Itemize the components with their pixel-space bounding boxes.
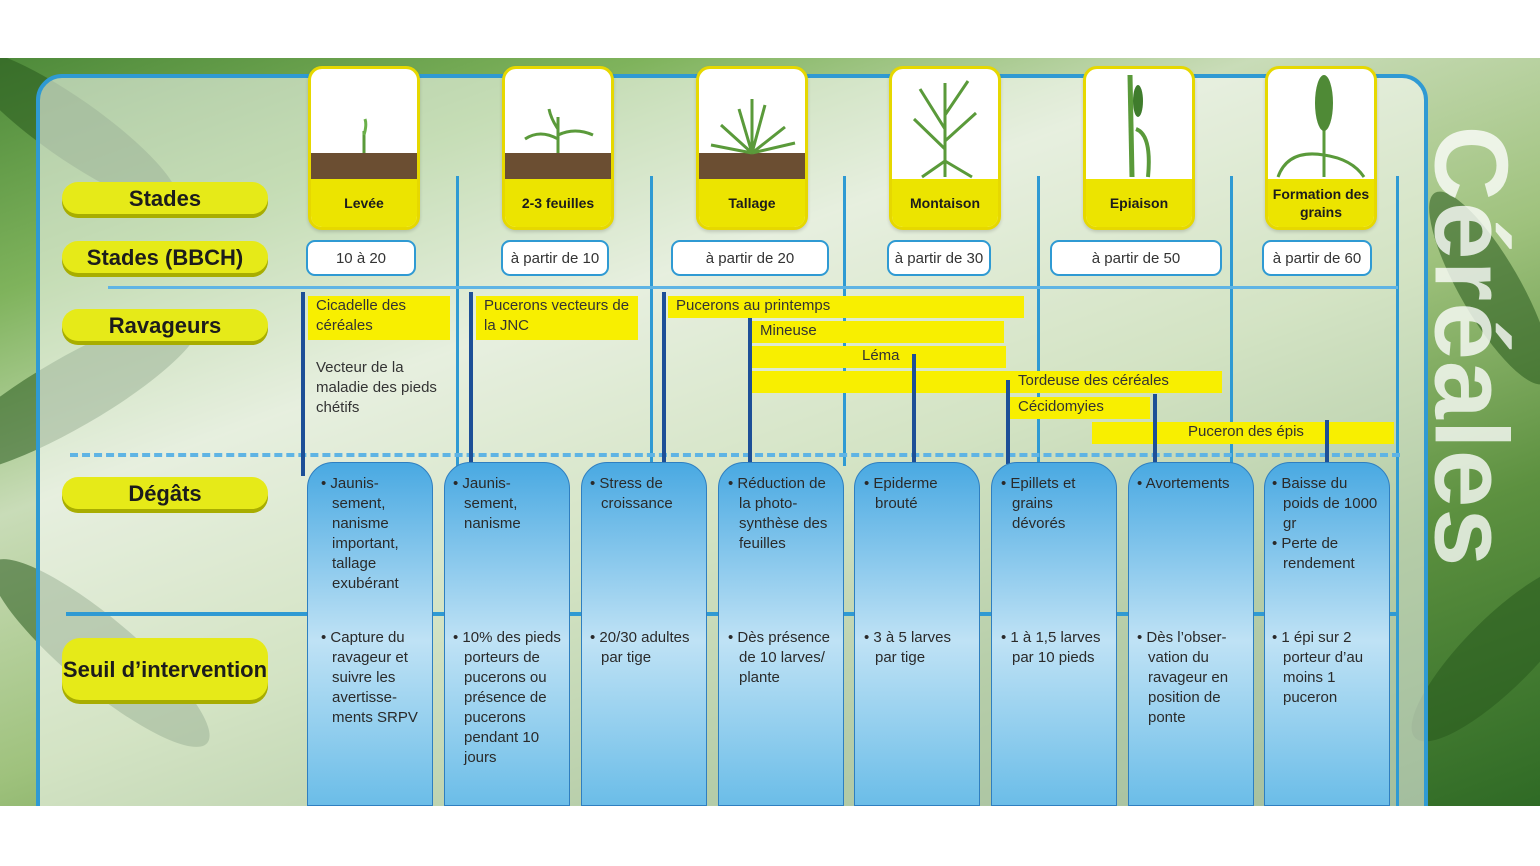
damage-column	[991, 462, 1117, 806]
pest-range-marker	[301, 292, 305, 476]
stage-label: Levée	[311, 179, 417, 227]
row-label-bbch: Stades (BBCH)	[62, 241, 268, 273]
pest-bar-pucerons-printemps: Pucerons au printemps	[668, 296, 1024, 318]
row-label-degats: Dégâts	[62, 477, 268, 509]
bottom-margin	[0, 806, 1540, 866]
pest-bar-mineuse: Mineuse	[752, 321, 1004, 343]
damage-column	[444, 462, 570, 806]
degats-cell: • Epiderme brouté	[864, 475, 938, 512]
degats-cell: • Epillets et grains dévorés	[1001, 475, 1076, 532]
stage-divider	[456, 176, 459, 466]
stage-card-levee: Levée	[308, 66, 420, 230]
pest-bar-cecidomyies: Cécidomyies	[1010, 397, 1150, 419]
seuil-cell: • Dès présence de 10 larves/ plante	[728, 629, 830, 686]
damage-column	[1128, 462, 1254, 806]
degats-cell: • Réduction de la photo-synthèse des feu…	[728, 475, 828, 552]
stem-elongation-icon	[912, 80, 978, 179]
seuil-cell: • 10% des pieds porteurs de pucerons ou …	[453, 629, 561, 766]
seuil-cell: • 20/30 adultes par tige	[590, 629, 690, 666]
seuil-cell: • 1 épi sur 2 porteur d’au moins 1 pucer…	[1272, 629, 1364, 706]
stage-divider	[650, 176, 653, 466]
pest-bar-cicadelle: Cicadelle des céréales	[308, 296, 450, 340]
bbch-box-tallage: à partir de 20	[671, 240, 829, 276]
damage-column	[307, 462, 433, 806]
bbch-box-levee: 10 à 20	[306, 240, 416, 276]
stage-card-epiaison: Epiaison	[1083, 66, 1195, 230]
seuil-cell: • 3 à 5 larves par tige	[864, 629, 951, 666]
seuil-cell: • 1 à 1,5 larves par 10 pieds	[1001, 629, 1101, 666]
degats-cell: • Avortements	[1137, 475, 1230, 492]
degats-cell: • Baisse du poids de 1000 gr• Perte de r…	[1272, 475, 1378, 572]
pest-range-marker	[912, 354, 916, 464]
damage-column	[581, 462, 707, 806]
stage-card-formation-des-grains: Formation des grains	[1265, 66, 1377, 230]
pest-range-marker	[1153, 394, 1157, 464]
stage-label: Formation des grains	[1268, 179, 1374, 227]
seuil-cell: • Dès l’obser-vation du ravageur en posi…	[1137, 629, 1229, 726]
pest-range-marker	[469, 292, 473, 464]
stage-label: Montaison	[892, 179, 998, 227]
pest-bar-tordeuse: Tordeuse des céréales	[752, 371, 1222, 393]
row-label-ravageurs: Ravageurs	[62, 309, 268, 341]
stage-divider	[1230, 176, 1233, 466]
wheat-ear-icon	[1276, 75, 1366, 178]
pest-range-marker	[748, 318, 752, 464]
pest-range-marker	[662, 292, 666, 464]
pest-range-marker	[1006, 380, 1010, 464]
stage-card-tallage: Tallage	[696, 66, 808, 230]
seedling-icon	[362, 118, 368, 153]
bbch-box-epiaison: à partir de 50	[1050, 240, 1222, 276]
stage-divider	[1396, 176, 1399, 806]
bbch-box-montaison: à partir de 30	[887, 240, 991, 276]
degats-cell: • Jaunis-sement, nanisme	[453, 475, 521, 532]
tillering-plant-icon	[710, 99, 796, 155]
stage-label: 2-3 feuilles	[505, 179, 611, 227]
pest-bar-puceron-epis: Puceron des épis	[1092, 422, 1394, 444]
pest-bar-pucerons-jnc: Pucerons vecteurs de la JNC	[476, 296, 638, 340]
damage-column	[718, 462, 844, 806]
heading-stem-icon	[1127, 74, 1151, 178]
stage-divider	[1037, 176, 1040, 466]
stage-label: Tallage	[699, 179, 805, 227]
row-label-seuil: Seuil d’intervention	[62, 638, 268, 700]
row-separator-dashed	[70, 453, 1400, 457]
damage-column	[1264, 462, 1390, 806]
stage-label: Epiaison	[1086, 179, 1192, 227]
bbch-box-formation-des-grains: à partir de 60	[1262, 240, 1372, 276]
stage-card-montaison: Montaison	[889, 66, 1001, 230]
pest-range-marker	[1325, 420, 1329, 464]
pest-note: Vecteur de la maladie des pieds chétifs	[316, 359, 437, 416]
degats-cell: • Jaunis-sement, nanisme important, tall…	[321, 475, 399, 592]
bbch-box-2-3-feuilles: à partir de 10	[501, 240, 609, 276]
degats-cell: • Stress de croissance	[590, 475, 673, 512]
seuil-cell: • Capture du ravageur et suivre les aver…	[321, 629, 418, 726]
row-label-stades: Stades	[62, 182, 268, 214]
young-plant-icon	[524, 108, 594, 153]
pest-bar-lema: Léma	[752, 346, 1006, 368]
cereales-watermark: Céréales	[1412, 125, 1529, 567]
damage-column	[854, 462, 980, 806]
row-separator	[108, 286, 1398, 289]
stage-card-2-3-feuilles: 2-3 feuilles	[502, 66, 614, 230]
